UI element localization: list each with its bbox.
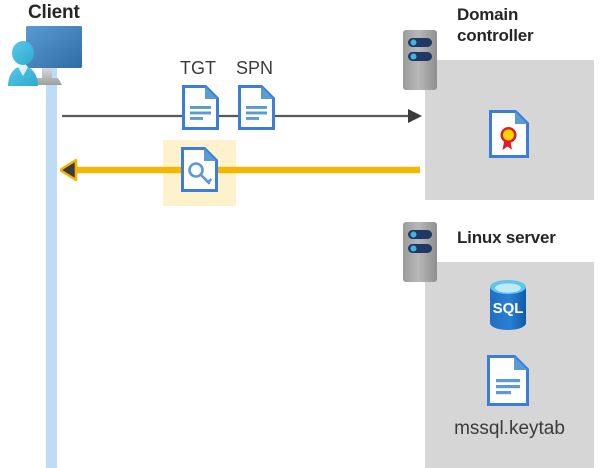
domain-controller-title: Domain controller <box>457 5 534 45</box>
response-arrow <box>58 158 420 182</box>
certificate-document-icon <box>489 110 529 158</box>
server-icon <box>403 30 437 90</box>
client-title: Client <box>28 2 80 23</box>
document-icon <box>487 355 529 406</box>
user-monitor-icon <box>6 26 102 88</box>
document-icon <box>238 85 275 130</box>
sql-database-icon: SQL <box>484 279 532 331</box>
tgt-label: TGT <box>180 58 216 78</box>
client-lifeline <box>46 68 57 468</box>
sql-label: SQL <box>493 300 524 317</box>
document-icon <box>182 85 219 130</box>
server-icon <box>403 222 437 282</box>
linux-server-title: Linux server <box>457 228 556 247</box>
keytab-filename-label: mssql.keytab <box>454 418 565 439</box>
request-arrow <box>62 108 422 124</box>
spn-label: SPN <box>236 58 274 78</box>
key-document-icon <box>181 147 218 192</box>
